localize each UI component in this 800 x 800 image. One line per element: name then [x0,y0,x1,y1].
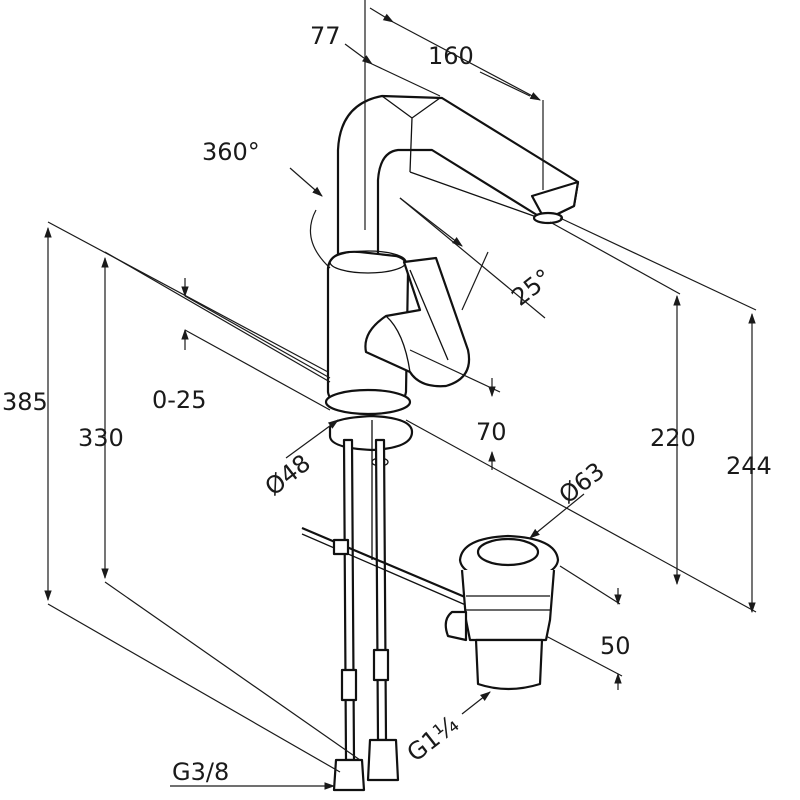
mounting-plate [328,414,414,452]
dim-dia63: Ø63 [554,457,610,510]
supply-hose-right [374,438,388,742]
dim-360-deg: 360° [202,138,260,166]
dim-g1-quarter: G1¼ [402,710,464,767]
popup-rod [301,526,473,602]
dim-330: 330 [78,424,124,452]
dim-160: 160 [428,42,474,70]
dim-70: 70 [476,418,507,446]
base-flange [324,388,412,416]
spout-top-face [381,95,546,221]
lever-inner [385,269,449,373]
rod-clamp [332,538,350,556]
waste-side-nut [444,610,468,642]
hose-nut-right [366,738,400,782]
lever-handle [364,256,471,388]
aerator [532,211,564,225]
spout [336,94,580,264]
dim-244: 244 [726,452,772,480]
hose-nut-left [332,758,366,792]
spout-outlet [530,180,580,222]
dim-385: 385 [2,388,48,416]
faucet-body [301,94,580,792]
dim-77: 77 [310,22,341,50]
popup-waste [444,534,560,691]
dim-50: 50 [600,632,631,660]
dim-220: 220 [650,424,696,452]
dim-dia48: Ø48 [260,449,316,502]
waste-tailpiece [474,638,544,691]
supply-hose-left [342,438,356,762]
hose-sleeve-right [372,648,390,682]
dim-0-25: 0-25 [152,386,206,414]
dimension-lines [44,0,757,790]
hose-sleeve-left [340,668,358,702]
popup-rod-edge [301,533,469,607]
dim-25-deg: 25° [506,263,557,311]
waste-body [460,569,556,642]
dim-g3-8: G3/8 [172,758,229,786]
waste-plug [476,537,540,567]
